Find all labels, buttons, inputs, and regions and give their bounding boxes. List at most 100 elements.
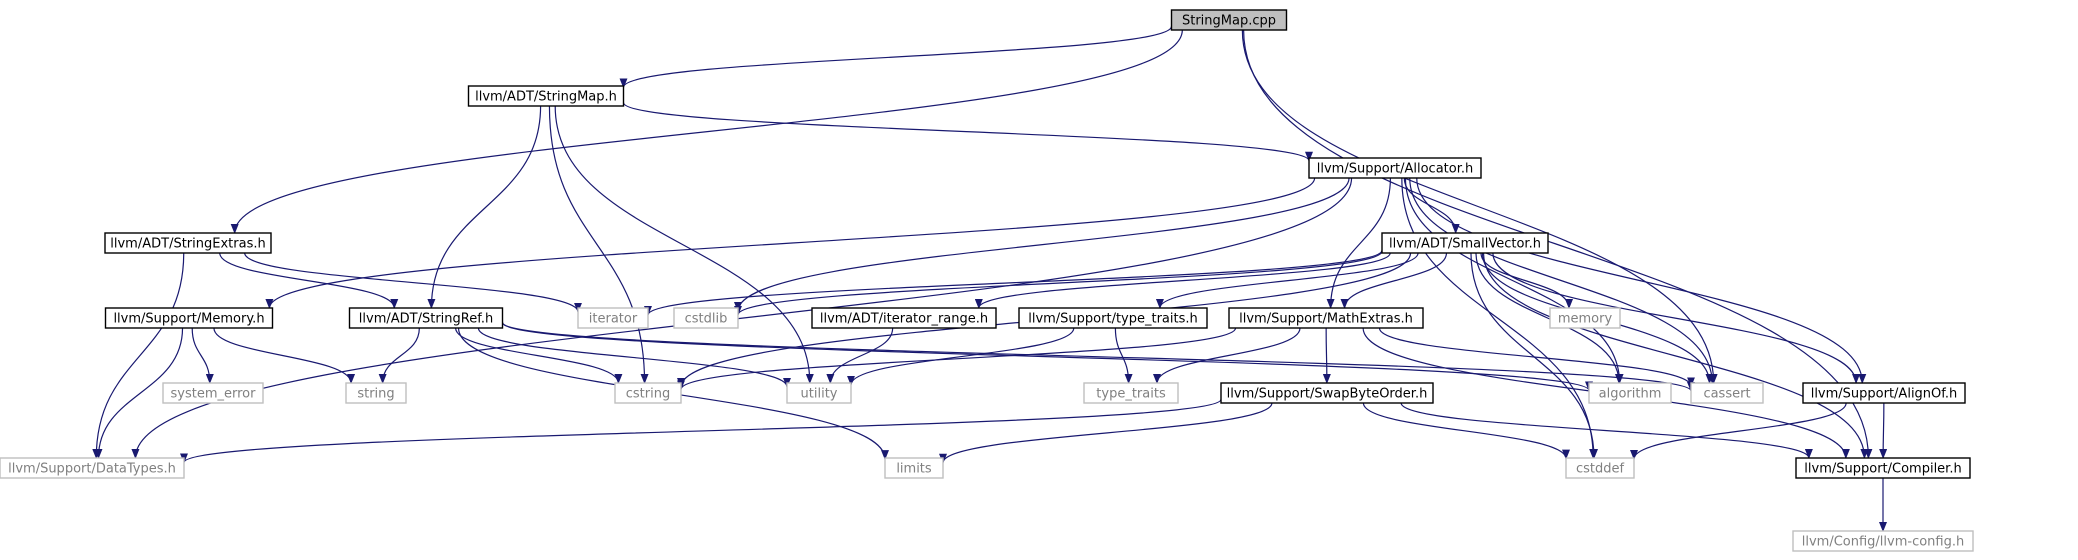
edge-adt_stringextras_h-to-support_datatypes_h (92, 252, 185, 459)
edge-support_swapbyteorder_h-to-support_datatypes_h (180, 398, 1222, 464)
edge-support_alignof_h-to-cstddef (1630, 402, 1847, 461)
edge-adt_stringref_h-to-algorithm (501, 322, 1593, 392)
edge-adt_stringref_h-to-cstring (455, 327, 623, 384)
edge-adt_stringref_h-to-string (378, 327, 420, 384)
node-box (104, 307, 274, 329)
node-string: string (345, 382, 407, 404)
edge-support_allocator_h-to-cstddef (1401, 177, 1598, 459)
node-cstring: cstring (614, 382, 682, 404)
node-box (162, 382, 264, 404)
node-support-type-traits-h[interactable]: llvm/Support/type_traits.h (1018, 307, 1208, 329)
node-label: llvm/ADT/StringMap.h (475, 90, 617, 105)
node-box (1802, 382, 1966, 404)
node-adt-iterator-range-h[interactable]: llvm/ADT/iterator_range.h (811, 307, 997, 329)
node-label: llvm/ADT/StringExtras.h (110, 237, 265, 252)
node-support-swapbyteorder-h[interactable]: llvm/Support/SwapByteOrder.h (1220, 382, 1434, 404)
node-label: utility (801, 387, 838, 402)
node-label: llvm/Support/Memory.h (113, 312, 264, 327)
edge-support_alignof_h-to-support_compiler_h (1879, 402, 1888, 459)
node-label: string (357, 387, 394, 402)
node-box (1083, 382, 1179, 404)
node-label: cstdlib (685, 312, 728, 327)
node-box (577, 307, 649, 329)
node-algorithm: algorithm (1588, 382, 1672, 404)
edge-stringmap_cpp-to-adt_stringextras_h (230, 29, 1183, 234)
node-box (673, 307, 739, 329)
node-label: llvm/Support/type_traits.h (1028, 312, 1198, 327)
node-box (467, 85, 625, 107)
edge-support_memory_h-to-system_error (191, 327, 214, 384)
edge-adt_stringextras_h-to-adt_stringref_h (219, 252, 399, 309)
node-support-alignof-h[interactable]: llvm/Support/AlignOf.h (1802, 382, 1966, 404)
node-label: llvm/ADT/StringRef.h (359, 312, 493, 327)
node-box (1220, 382, 1434, 404)
node-label: llvm/Support/Compiler.h (1804, 462, 1961, 477)
node-support-mathextras-h[interactable]: llvm/Support/MathExtras.h (1228, 307, 1424, 329)
node-label: llvm/Support/DataTypes.h (8, 462, 176, 477)
node-stringmap-cpp[interactable]: StringMap.cpp (1170, 9, 1288, 31)
nodes-layer: StringMap.cpp llvm/ADT/StringMap.h llvm/Su… (0, 9, 1974, 552)
edge-support_allocator_h-to-cassert (1409, 177, 1717, 384)
node-box (1381, 232, 1549, 254)
node-label: llvm/Support/SwapByteOrder.h (1227, 387, 1428, 402)
edge-support_memory_h-to-string (213, 327, 356, 384)
node-support-memory-h[interactable]: llvm/Support/Memory.h (104, 307, 274, 329)
node-label: memory (1558, 312, 1613, 327)
node-system-error: system_error (162, 382, 264, 404)
node-support-allocator-h[interactable]: llvm/Support/Allocator.h (1308, 157, 1482, 179)
node-box (1690, 382, 1764, 404)
edge-adt_smallvector_h-to-support_type_traits_h (1156, 252, 1419, 309)
edge-adt_smallvector_h-to-adt_iterator_range_h (974, 252, 1391, 309)
node-adt-stringextras-h[interactable]: llvm/ADT/StringExtras.h (104, 232, 272, 254)
node-box (348, 307, 504, 329)
edge-stringmap_cpp-to-cassert (1241, 29, 1718, 384)
node-adt-smallvector-h[interactable]: llvm/ADT/SmallVector.h (1381, 232, 1549, 254)
edge-adt_smallvector_h-to-cstdlib (734, 250, 1383, 316)
node-label: iterator (589, 312, 638, 327)
node-type-traits: type_traits (1083, 382, 1179, 404)
node-label: cassert (1703, 387, 1750, 402)
edge-support_type_traits_h-to-type_traits (1114, 327, 1133, 384)
node-box (1018, 307, 1208, 329)
node-box (1549, 307, 1621, 329)
node-utility: utility (786, 382, 852, 404)
edge-adt_stringextras_h-to-iterator (244, 252, 582, 313)
node-support-compiler-h[interactable]: llvm/Support/Compiler.h (1795, 457, 1971, 479)
edge-support_swapbyteorder_h-to-limits (939, 402, 1273, 464)
node-box (614, 382, 682, 404)
node-box (884, 457, 944, 479)
edge-support_mathextras_h-to-cstring (677, 327, 1237, 391)
node-box (811, 307, 997, 329)
edge-adt_smallvector_h-to-support_compiler_h (1482, 252, 1869, 459)
edge-adt_stringmap_h-to-support_allocator_h (622, 102, 1313, 162)
edge-support_allocator_h-to-algorithm (1404, 177, 1624, 384)
node-box (786, 382, 852, 404)
node-config-llvm-config-h: llvm/Config/llvm-config.h (1792, 530, 1974, 552)
node-adt-stringref-h[interactable]: llvm/ADT/StringRef.h (348, 307, 504, 329)
edge-support_allocator_h-to-support_mathextras_h (1326, 177, 1391, 309)
edge-adt_stringmap_h-to-utility (554, 105, 814, 384)
edge-adt_smallvector_h-to-support_mathextras_h (1340, 252, 1448, 309)
node-box (104, 232, 272, 254)
edge-adt_stringref_h-to-utility (477, 327, 791, 388)
edge-support_memory_h-to-support_datatypes_h (94, 327, 184, 459)
node-adt-stringmap-h[interactable]: llvm/ADT/StringMap.h (467, 85, 625, 107)
node-cassert: cassert (1690, 382, 1764, 404)
node-box (1228, 307, 1424, 329)
edge-support_allocator_h-to-support_alignof_h (1416, 177, 1867, 384)
edge-support_mathextras_h-to-support_swapbyteorder_h (1322, 327, 1331, 384)
edge-support_mathextras_h-to-cassert (1378, 327, 1695, 388)
node-label: llvm/Support/AlignOf.h (1811, 387, 1958, 402)
node-label: llvm/ADT/iterator_range.h (820, 312, 988, 327)
edge-adt_stringref_h-to-cassert (501, 321, 1695, 392)
edge-adt_smallvector_h-to-support_alignof_h (1492, 252, 1861, 384)
edges-layer (92, 26, 1888, 532)
edge-adt_smallvector_h-to-iterator (644, 249, 1383, 316)
node-label: llvm/Support/Allocator.h (1317, 162, 1474, 177)
node-box (1588, 382, 1672, 404)
edge-stringmap_cpp-to-adt_stringmap_h (619, 26, 1173, 89)
edge-support_allocator_h-to-cstdlib (734, 177, 1350, 313)
edge-support_type_traits_h-to-utility (847, 327, 1075, 386)
node-label: algorithm (1599, 387, 1662, 402)
